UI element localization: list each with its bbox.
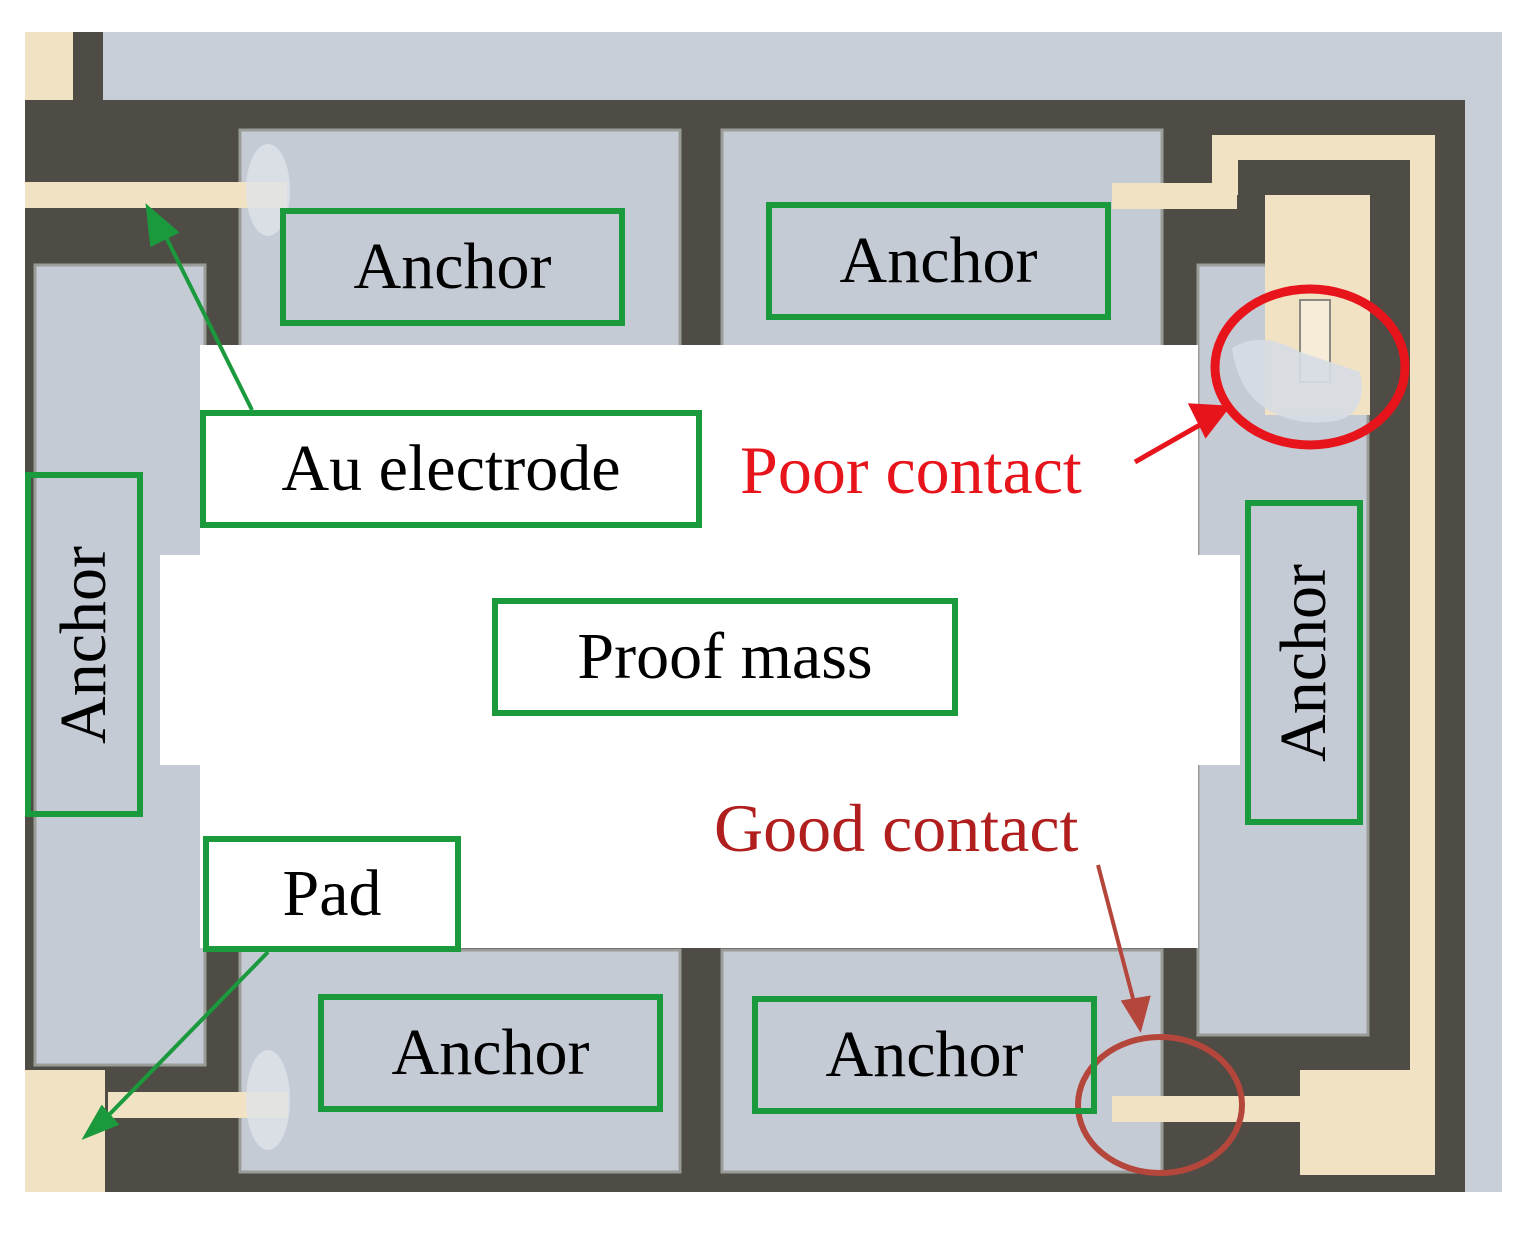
- au-electrode-top-right: [1112, 183, 1237, 209]
- top-left-trace: [25, 32, 73, 100]
- anchor-label-left: Anchor: [25, 472, 143, 817]
- poor-contact-arrow: [1133, 403, 1231, 465]
- poor-contact-circle: [1210, 284, 1410, 450]
- anchor-label-top-right: Anchor: [766, 202, 1111, 320]
- good-contact-circle: [1075, 1034, 1245, 1176]
- anchor-top-right-pad: [720, 128, 1164, 352]
- anchor-top-left-pad: [238, 128, 682, 352]
- au-electrode-text: Au electrode: [281, 432, 621, 505]
- good-contact-arrow: [1096, 864, 1151, 1034]
- proof-mass-text: Proof mass: [577, 620, 873, 693]
- au-electrode-label: Au electrode: [200, 410, 702, 528]
- good-contact-label: Good contact: [714, 790, 1079, 866]
- anchor-text: Anchor: [47, 545, 120, 744]
- contact-blob-top-left: [246, 144, 290, 236]
- anchor-text: Anchor: [391, 1016, 590, 1089]
- pad-arrow: [81, 950, 270, 1140]
- anchor-label-bottom-right: Anchor: [752, 996, 1097, 1114]
- anchor-left-pad: [33, 263, 207, 1067]
- au-electrode-top-left: [25, 182, 287, 208]
- pad-bottom-right: [1300, 1070, 1435, 1175]
- proof-mass-label: Proof mass: [492, 598, 958, 716]
- anchor-label-bottom-left: Anchor: [318, 994, 663, 1112]
- anchor-text: Anchor: [1267, 563, 1340, 762]
- contact-blob-bottom-left: [246, 1050, 290, 1150]
- anchor-text: Anchor: [839, 224, 1038, 297]
- anchor-label-top-left: Anchor: [280, 208, 625, 326]
- poor-contact-smudge: [1232, 339, 1362, 423]
- poor-contact-label: Poor contact: [740, 432, 1082, 508]
- right-gold-lead: [1212, 135, 1435, 1172]
- au-electrode-arrow: [145, 203, 254, 411]
- au-electrode-bottom-right: [1112, 1096, 1312, 1122]
- anchor-bottom-right-pad: [720, 948, 1164, 1174]
- anchor-text: Anchor: [353, 230, 552, 303]
- anchor-label-right: Anchor: [1245, 500, 1363, 825]
- pad-text: Pad: [282, 857, 382, 930]
- anchor-text: Anchor: [825, 1018, 1024, 1091]
- pad-label: Pad: [203, 836, 461, 952]
